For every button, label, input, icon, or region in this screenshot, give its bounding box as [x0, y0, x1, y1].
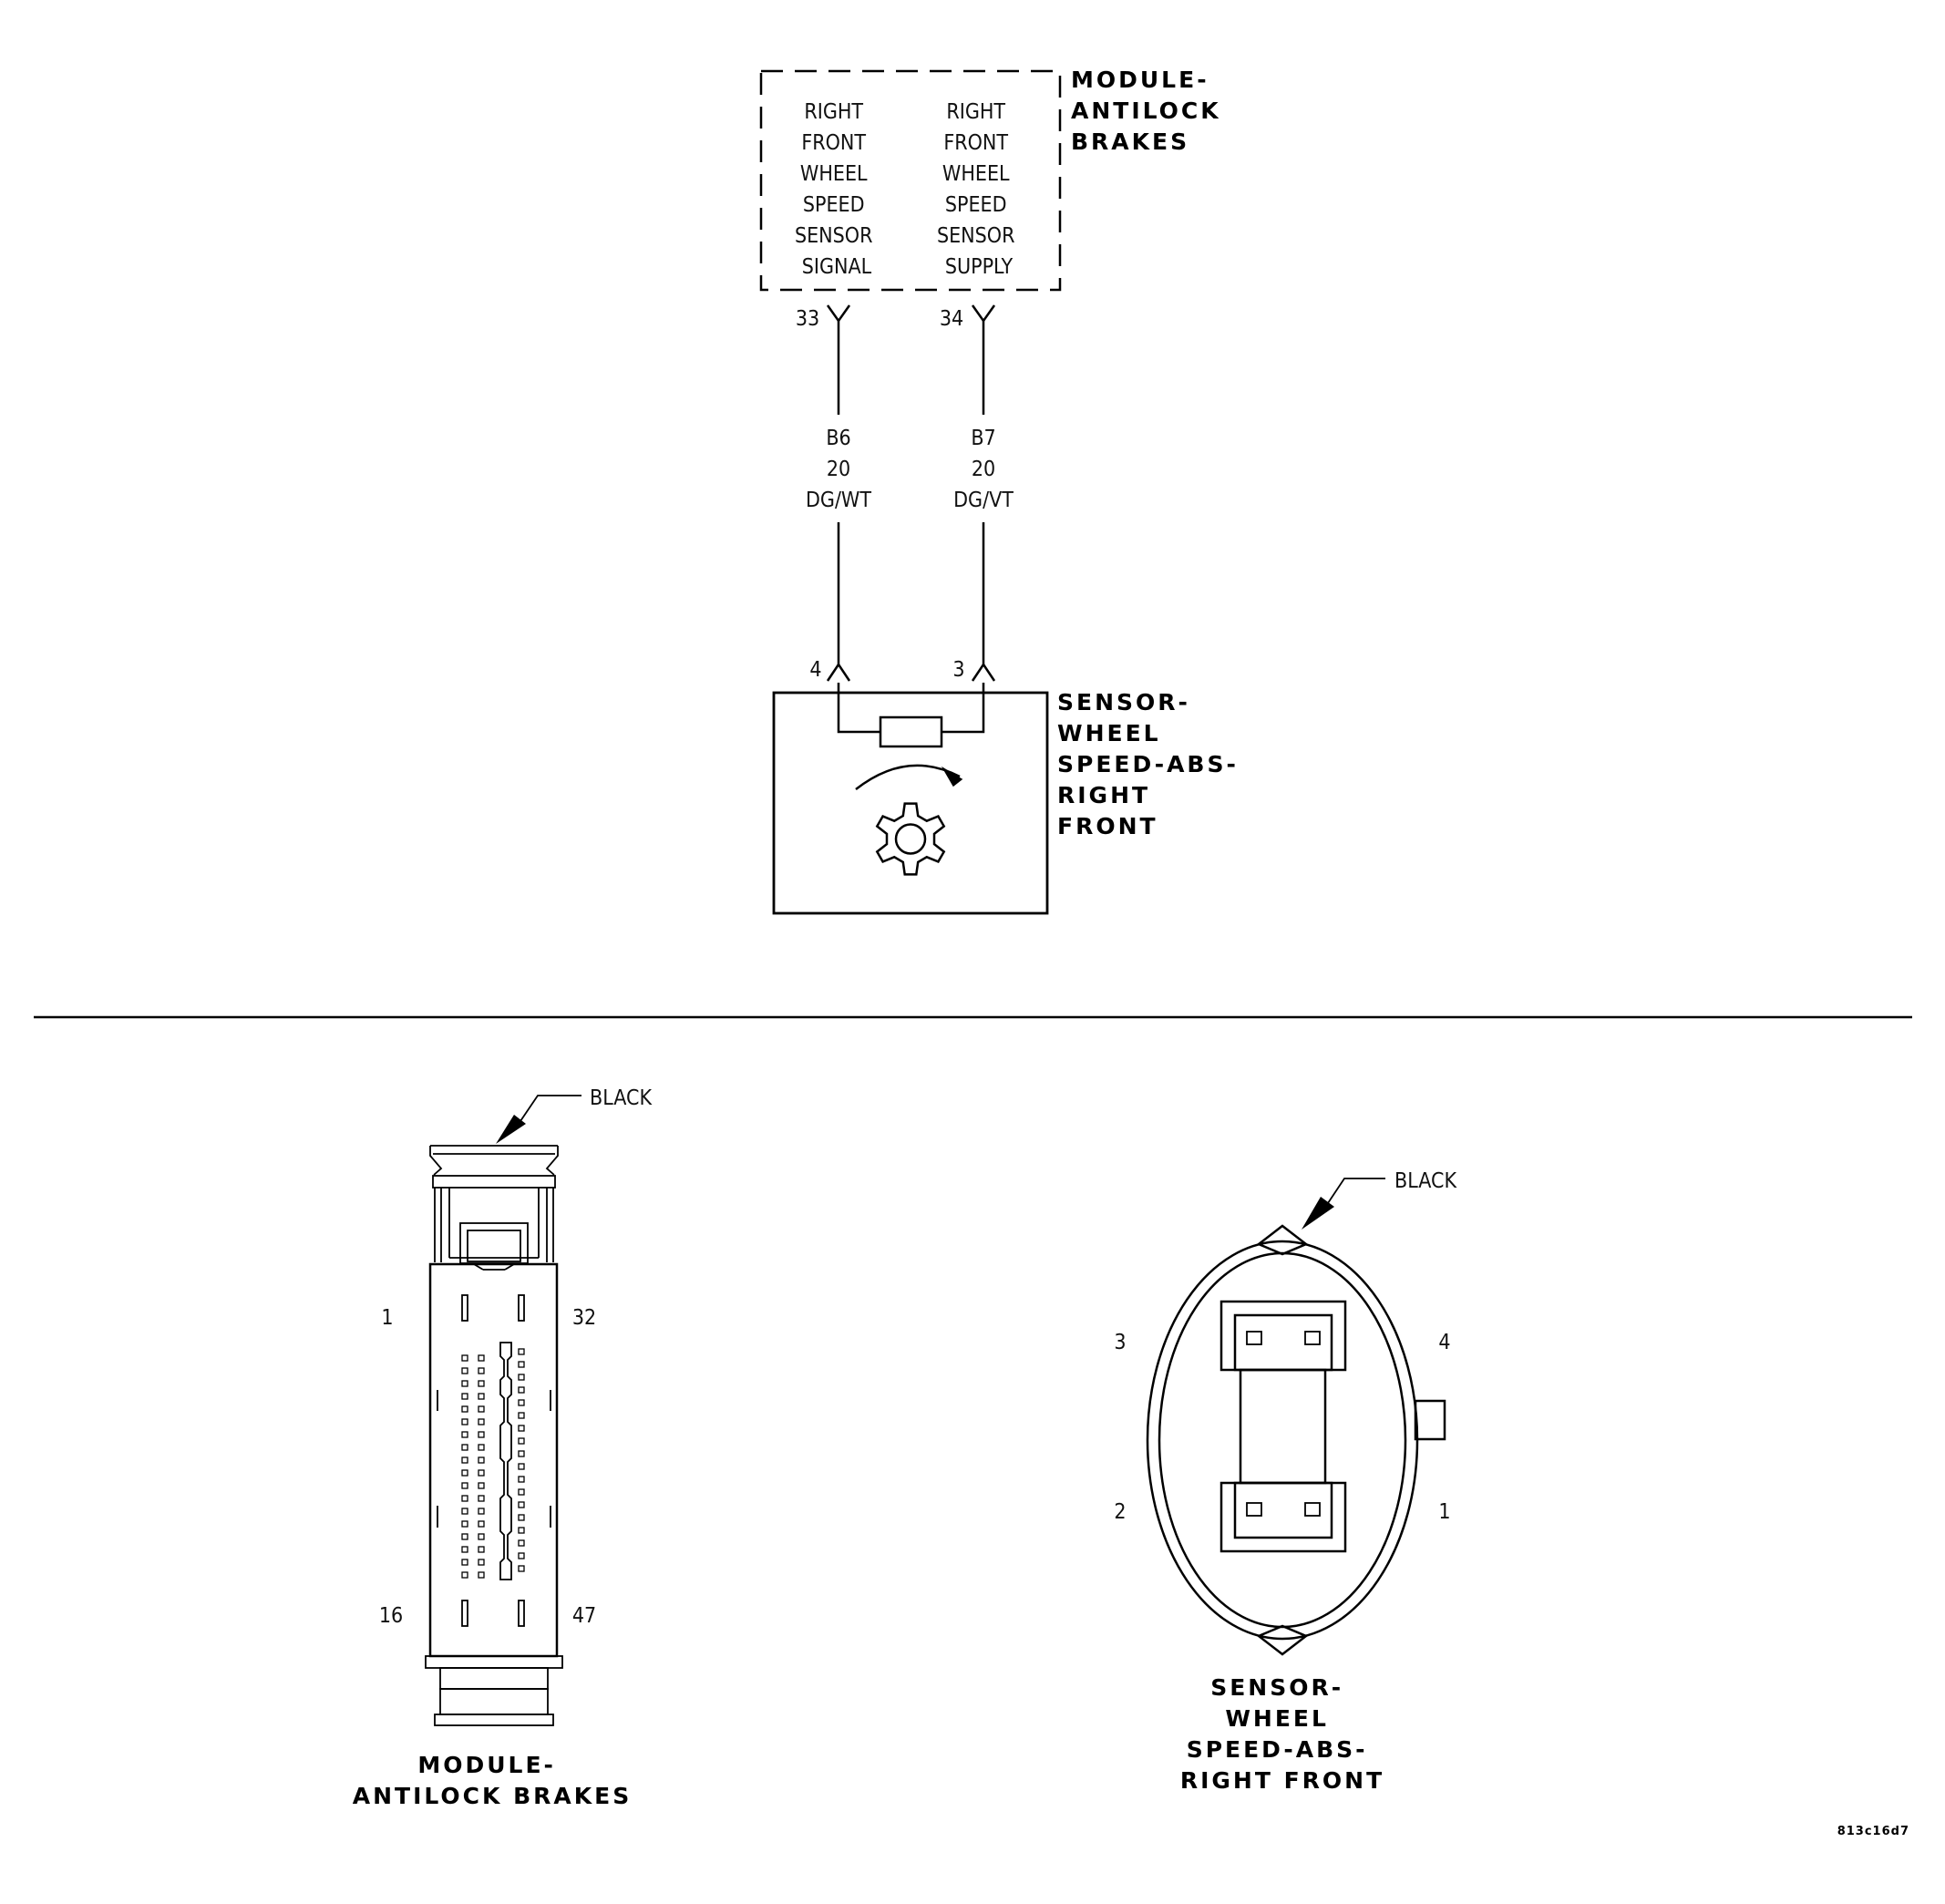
- sensor-wheel-speed-block: SENSOR- WHEEL SPEED-ABS- RIGHT FRONT: [772, 683, 1250, 915]
- sensor-pin-3-label: 3: [1114, 1331, 1126, 1354]
- wire-b6: 33 B6 20 DG/WT 4: [796, 304, 871, 682]
- sensor-connector-color: BLACK: [1394, 1169, 1456, 1193]
- sensor-pin-4: 4: [809, 658, 821, 682]
- connector-sensor-wheel-speed: BLACK 3 4 2 1 SENSOR- WHEEL SPEED-ABS- R…: [1114, 1169, 1456, 1794]
- module-pin-16: 16: [379, 1604, 403, 1628]
- sensor-pin-3: 3: [952, 658, 964, 682]
- figure-id: 813c16d7: [1837, 1825, 1909, 1838]
- module-pin-33: 33: [796, 307, 819, 331]
- sensor-pin-2-label: 2: [1114, 1500, 1126, 1524]
- wire-b6-gauge: 20: [827, 458, 850, 481]
- module-connector-pins: [461, 1348, 525, 1579]
- connector-module-antilock-brakes: BLACK: [353, 1086, 653, 1809]
- module-pin-1: 1: [381, 1306, 393, 1330]
- module-pin-47: 47: [572, 1604, 596, 1628]
- sensor-pin-4-label: 4: [1438, 1331, 1450, 1354]
- resistor-icon: [879, 715, 943, 748]
- module-connector-color: BLACK: [590, 1086, 652, 1110]
- gear-icon: [875, 802, 946, 876]
- module-pin-32: 32: [572, 1306, 596, 1330]
- wire-b7-circuit: B7: [971, 427, 995, 450]
- wire-b6-circuit: B6: [826, 427, 850, 450]
- module-connector-caption: MODULE- ANTILOCK BRAKES: [353, 1752, 632, 1809]
- module-pin-34: 34: [940, 307, 963, 331]
- sensor-title: SENSOR- WHEEL SPEED-ABS- RIGHT FRONT: [1057, 689, 1250, 839]
- sensor-connector-caption: SENSOR- WHEEL SPEED-ABS- RIGHT FRONT: [1180, 1674, 1384, 1794]
- wire-b7-gauge: 20: [972, 458, 995, 481]
- sensor-pin-1-label: 1: [1438, 1500, 1450, 1524]
- module-left-pin-label: RIGHT FRONT WHEEL SPEED SENSOR SIGNAL: [795, 100, 879, 279]
- wire-b7: 34 B7 20 DG/VT 3: [940, 304, 1014, 682]
- module-right-pin-label: RIGHT FRONT WHEEL SPEED SENSOR SUPPLY: [937, 100, 1021, 279]
- wire-b6-color: DG/WT: [806, 489, 871, 512]
- module-title: MODULE- ANTILOCK BRAKES: [1071, 67, 1231, 155]
- module-antilock-brakes-block: RIGHT FRONT WHEEL SPEED SENSOR SIGNAL RI…: [759, 67, 1231, 292]
- wire-b7-color: DG/VT: [953, 489, 1014, 512]
